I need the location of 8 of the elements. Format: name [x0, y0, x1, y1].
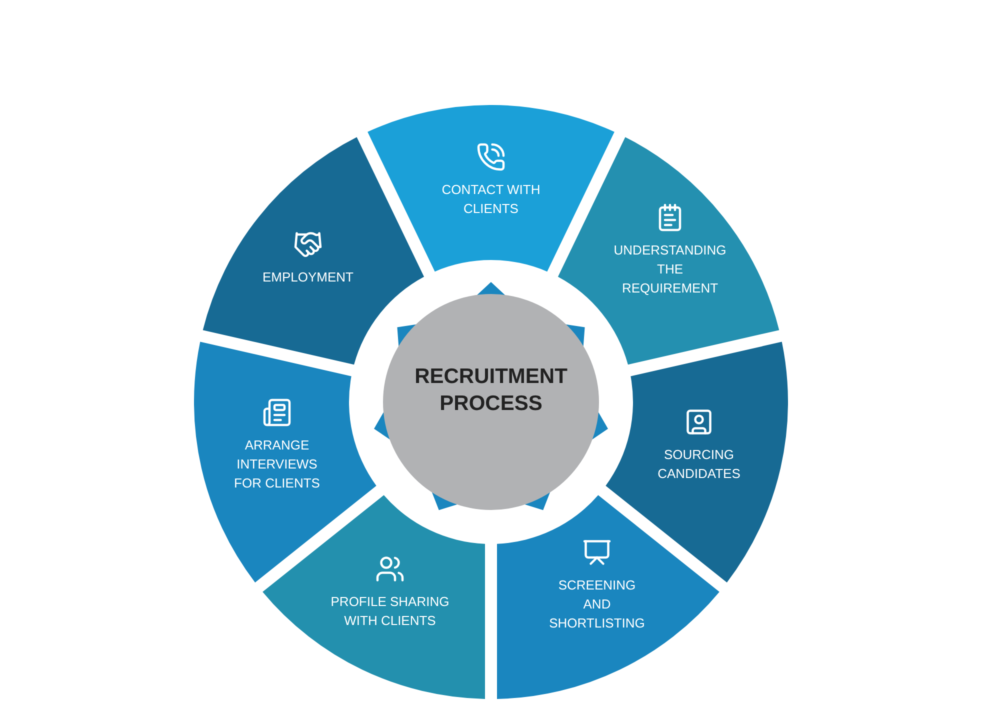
step-label: ARRANGE INTERVIEWS FOR CLIENTS	[233, 436, 321, 492]
step-label: SCREENING AND SHORTLISTING	[548, 576, 646, 632]
step-label: PROFILE SHARING WITH CLIENTS	[330, 593, 450, 630]
center-title: RECRUITMENT PROCESS	[414, 364, 568, 417]
step-label: CONTACT WITH CLIENTS	[440, 181, 542, 218]
step-label: EMPLOYMENT	[262, 268, 354, 286]
step-label: SOURCING CANDIDATES	[656, 446, 742, 483]
step-label: UNDERSTANDING THE REQUIREMENT	[612, 242, 728, 298]
